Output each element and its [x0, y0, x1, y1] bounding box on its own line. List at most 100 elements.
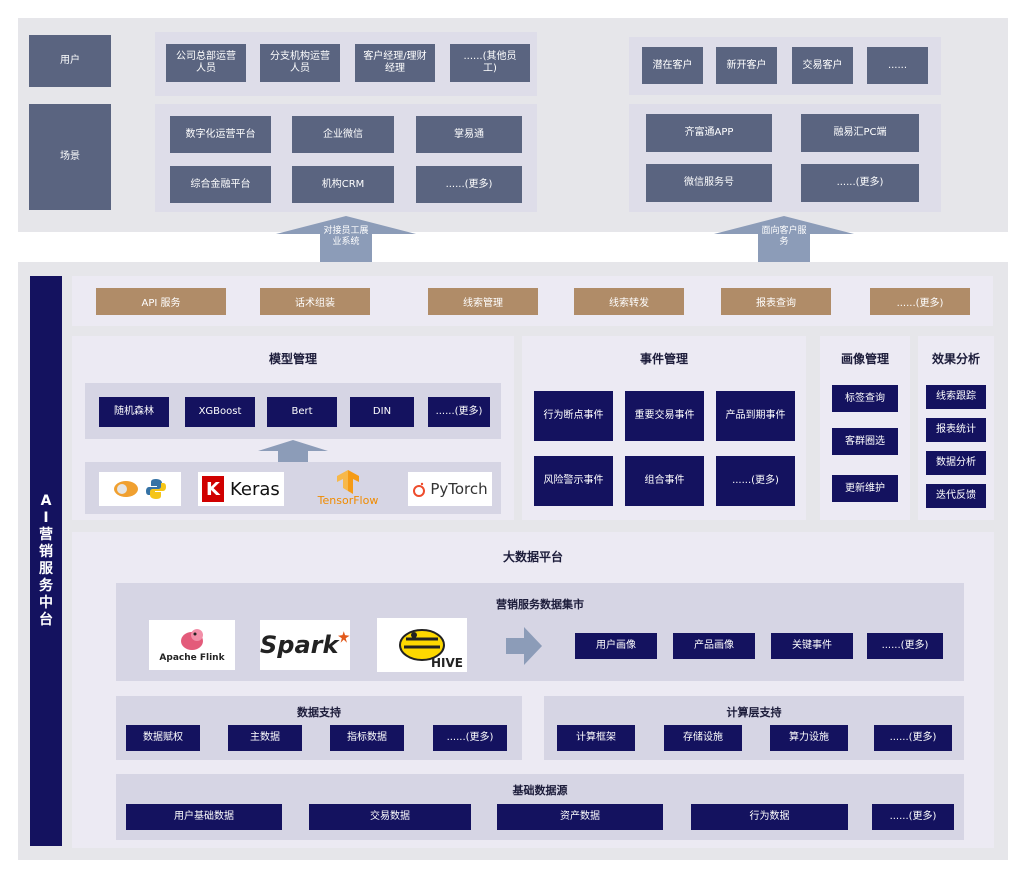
model-bert: Bert [267, 397, 337, 427]
spark-star-icon [338, 631, 350, 643]
profile-group-select: 客群圈选 [832, 428, 898, 455]
service-report: 报表查询 [721, 288, 831, 315]
base-sources-title: 基础数据源 [512, 784, 568, 797]
service-forward: 线索转发 [574, 288, 684, 315]
flink-squirrel-icon [181, 629, 203, 650]
channel-wechat: 微信服务号 [646, 164, 772, 202]
data-support-authorization: 数据赋权 [126, 725, 200, 751]
python-icon [146, 479, 166, 499]
pytorch-logo: PyTorch [408, 472, 492, 506]
model-up-arrow [258, 440, 328, 462]
scene-digital-ops: 数字化运营平台 [170, 116, 271, 153]
python-logo [99, 472, 181, 506]
user-role-other: ......(其他员工) [450, 44, 530, 82]
mart-key-event: 关键事件 [771, 633, 853, 659]
conda-icon [114, 481, 138, 497]
event-mgmt-title: 事件管理 [639, 352, 688, 366]
profile-update: 更新维护 [832, 475, 898, 502]
spark-logo: Spark [260, 620, 350, 670]
effect-data-analysis: 数据分析 [926, 451, 986, 475]
event-risk-warning: 风险警示事件 [534, 456, 613, 506]
compute-power: 算力设施 [770, 725, 848, 751]
platform-side-bar: AI营销服务中台 [30, 276, 62, 846]
base-more: ......(更多) [872, 804, 954, 830]
keras-logo: K Keras [198, 472, 284, 506]
compute-more: ......(更多) [874, 725, 952, 751]
service-api: API 服务 [96, 288, 226, 315]
platform-side-label: AI营销服务中台 [39, 493, 53, 628]
customer-trading: 交易客户 [792, 47, 853, 84]
customer-new: 新开客户 [716, 47, 777, 84]
effect-lead-tracking: 线索跟踪 [926, 385, 986, 409]
model-mgmt-title: 模型管理 [268, 352, 317, 366]
data-support-master: 主数据 [228, 725, 302, 751]
scene-label: 场景 [29, 104, 111, 210]
pytorch-icon [413, 482, 426, 497]
base-asset-data: 资产数据 [497, 804, 663, 830]
mart-more: ......(更多) [867, 633, 943, 659]
scene-wecom: 企业微信 [292, 116, 394, 153]
service-script: 话术组装 [260, 288, 370, 315]
profile-tag-query: 标签查询 [832, 385, 898, 412]
arrow-label-staff: 对接员工展业系统 [323, 226, 369, 247]
up-arrow-left [276, 216, 416, 262]
mart-title: 营销服务数据集市 [496, 598, 584, 611]
base-user-data: 用户基础数据 [126, 804, 282, 830]
hive-logo: HIVE [377, 618, 467, 672]
scene-more: ......(更多) [416, 166, 522, 203]
model-xgboost: XGBoost [185, 397, 255, 427]
event-combined: 组合事件 [625, 456, 704, 506]
effect-analysis-title: 效果分析 [931, 352, 980, 366]
tensorflow-logo: TensorFlow [305, 466, 391, 510]
profile-mgmt-title: 画像管理 [840, 352, 889, 366]
base-trade-data: 交易数据 [309, 804, 471, 830]
spark-text: Spark [260, 631, 339, 659]
hive-text: HIVE [431, 656, 463, 670]
flink-text: Apache Flink [159, 653, 225, 663]
keras-text: Keras [230, 478, 280, 500]
hive-bee-icon [399, 629, 445, 661]
effect-report-stats: 报表统计 [926, 418, 986, 442]
customer-more: ...... [867, 47, 928, 84]
base-behavior-data: 行为数据 [691, 804, 848, 830]
users-label: 用户 [29, 35, 111, 87]
scene-zhangyitong: 掌易通 [416, 116, 522, 153]
user-role-manager: 客户经理/理财经理 [355, 44, 435, 82]
tensorflow-text: TensorFlow [317, 493, 379, 507]
pytorch-text: PyTorch [430, 480, 488, 498]
event-important-trade: 重要交易事件 [625, 391, 704, 441]
compute-framework: 计算框架 [557, 725, 635, 751]
event-behavior-break: 行为断点事件 [534, 391, 613, 441]
up-arrow-right [714, 216, 854, 262]
bigdata-title: 大数据平台 [502, 550, 563, 564]
channel-more: ......(更多) [801, 164, 919, 202]
model-din: DIN [350, 397, 414, 427]
user-role-hq: 公司总部运营人员 [166, 44, 246, 82]
data-support-indicator: 指标数据 [330, 725, 404, 751]
mart-panel [116, 583, 964, 681]
flink-logo: Apache Flink [149, 620, 235, 670]
model-random-forest: 随机森林 [99, 397, 169, 427]
service-leads: 线索管理 [428, 288, 538, 315]
mart-right-arrow [506, 627, 542, 665]
mart-user-profile: 用户画像 [575, 633, 657, 659]
data-support-title: 数据支持 [297, 706, 341, 719]
channel-app: 齐富通APP [646, 114, 772, 152]
event-product-expiry: 产品到期事件 [716, 391, 795, 441]
mart-product-profile: 产品画像 [673, 633, 755, 659]
user-role-branch: 分支机构运营人员 [260, 44, 340, 82]
model-more: ......(更多) [428, 397, 490, 427]
customer-potential: 潜在客户 [642, 47, 703, 84]
data-support-more: ......(更多) [433, 725, 507, 751]
channel-pc: 融易汇PC端 [801, 114, 919, 152]
arrow-label-customer: 面向客户服务 [761, 226, 807, 247]
event-more: ......(更多) [716, 456, 795, 506]
effect-iteration: 迭代反馈 [926, 484, 986, 508]
scene-finance-platform: 综合金融平台 [170, 166, 271, 203]
keras-k-icon: K [202, 476, 224, 502]
tensorflow-icon [337, 469, 359, 494]
scene-crm: 机构CRM [292, 166, 394, 203]
service-more: ......(更多) [870, 288, 970, 315]
compute-support-title: 计算层支持 [726, 706, 782, 719]
compute-storage: 存储设施 [664, 725, 742, 751]
